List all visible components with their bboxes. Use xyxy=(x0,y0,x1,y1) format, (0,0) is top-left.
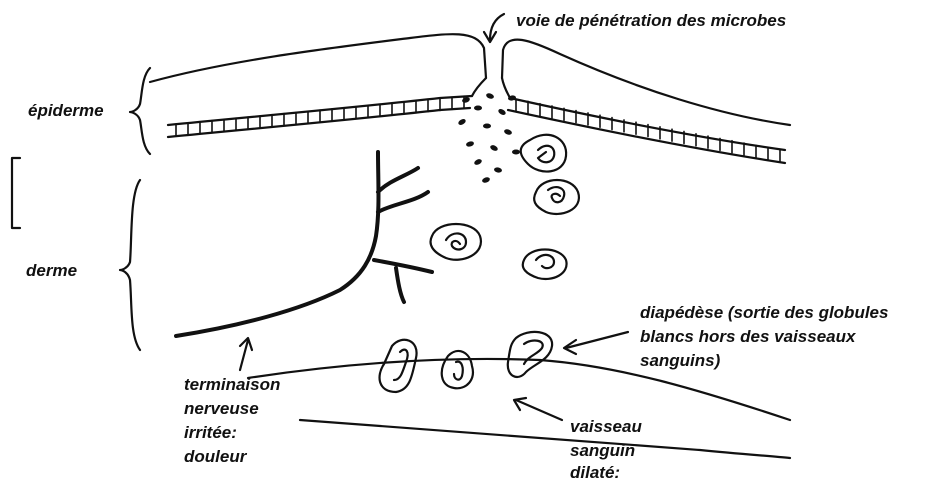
vessel-label-line1: vaisseau xyxy=(570,417,642,436)
skin-surface-left xyxy=(150,34,486,82)
white-blood-cell xyxy=(523,250,567,280)
white-blood-cell xyxy=(431,224,481,260)
epidermis-label: épiderme xyxy=(28,101,104,120)
nerve-main xyxy=(176,152,379,336)
nerve-label-line1: terminaison xyxy=(184,375,280,394)
wound-edge-right xyxy=(502,78,510,98)
white-blood-cell xyxy=(521,135,566,172)
nerve-branch xyxy=(378,168,418,192)
nerve-branch xyxy=(378,192,428,212)
diapedesis-cell xyxy=(442,351,473,388)
vessel-label-line3: dilaté: xyxy=(570,463,620,482)
nerve-label-line3: irritée: xyxy=(184,423,237,442)
side-bracket xyxy=(12,158,20,228)
vessel-label-line2: sanguin xyxy=(570,441,635,460)
vessel-wall-lower xyxy=(300,420,790,458)
diapedesis-label-line3: sanguins) xyxy=(640,351,721,370)
nerve-ending xyxy=(176,152,432,336)
vessel-arrow xyxy=(516,400,562,420)
white-blood-cells xyxy=(431,135,579,279)
epidermis-brace xyxy=(130,68,150,154)
diapedesis-cell xyxy=(380,340,417,392)
nerve-label-line2: nerveuse xyxy=(184,399,259,418)
nerve-branch xyxy=(374,260,432,272)
nerve-branch xyxy=(396,268,404,302)
cell-row-left-bottom xyxy=(168,108,470,137)
microbe-entry-label: voie de pénétration des microbes xyxy=(516,11,786,30)
microbe-entry-arrow xyxy=(490,14,504,40)
white-blood-cell xyxy=(534,180,579,214)
dermis-label: derme xyxy=(26,261,77,280)
wound-edge-left xyxy=(472,78,486,96)
nerve-label-line4: douleur xyxy=(184,447,248,466)
diapedesis-cell xyxy=(508,332,552,377)
diapedesis-label-line2: blancs hors des vaisseaux xyxy=(640,327,857,346)
cell-row-left xyxy=(176,96,464,136)
dermis-brace xyxy=(120,180,140,350)
diapedesis-label-line1: diapédèse (sortie des globules xyxy=(640,303,888,322)
skin-surface-right xyxy=(502,40,790,125)
microbes xyxy=(457,92,520,183)
